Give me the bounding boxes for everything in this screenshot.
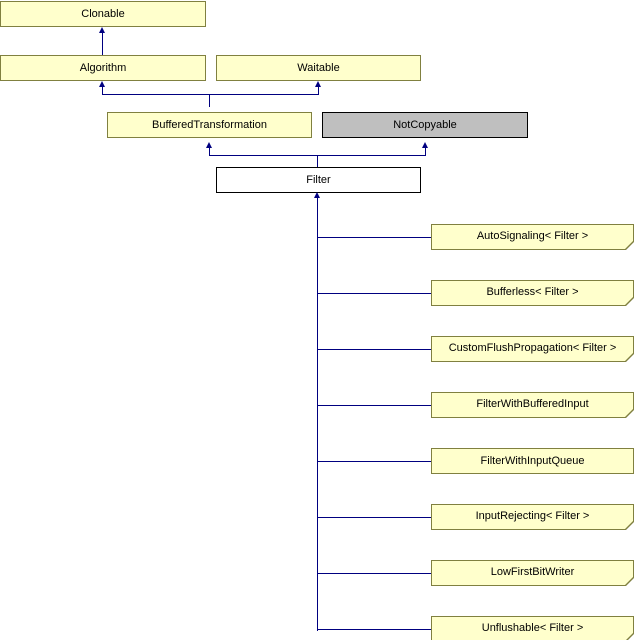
template-fill-shape xyxy=(432,225,633,249)
class-node-label: Waitable xyxy=(297,62,340,74)
edge-branch-derived xyxy=(317,517,431,518)
edge-riser-waitable xyxy=(318,87,319,95)
class-node-label: InputRejecting< Filter > xyxy=(475,510,590,522)
arrowhead-clonable xyxy=(99,27,105,33)
edge-branch-derived xyxy=(317,629,431,630)
arrowhead-algorithm xyxy=(99,81,105,87)
template-fill-shape xyxy=(432,337,633,361)
edge-branch-derived xyxy=(317,293,431,294)
arrowhead-waitable xyxy=(315,81,321,87)
class-node-label: AutoSignaling< Filter > xyxy=(476,230,589,242)
class-node-label: NotCopyable xyxy=(393,119,457,131)
edge-riser-buffered-transformation xyxy=(209,148,210,156)
class-node-label: BufferedTransformation xyxy=(152,119,267,131)
edge-branch-derived xyxy=(317,573,431,574)
edge-branch-derived xyxy=(317,461,431,462)
class-node-algorithm[interactable]: Algorithm xyxy=(0,55,206,81)
edge-riser-not-copyable xyxy=(425,148,426,156)
edge-bus-buffered-transformation xyxy=(102,94,319,95)
class-node-label: Unflushable< Filter > xyxy=(481,622,584,634)
arrowhead-not-copyable xyxy=(422,142,428,148)
class-node-filter[interactable]: Filter xyxy=(216,167,421,193)
class-node-label: Bufferless< Filter > xyxy=(486,286,579,298)
edge-branch-derived xyxy=(317,405,431,406)
class-node-clonable[interactable]: Clonable xyxy=(0,1,206,27)
class-node-derived[interactable]: Unflushable< Filter > xyxy=(431,616,634,640)
class-node-label: Algorithm xyxy=(79,62,127,74)
class-node-not-copyable[interactable]: NotCopyable xyxy=(322,112,528,138)
edge-branch-derived xyxy=(317,237,431,238)
template-fill-shape xyxy=(432,561,633,585)
edge-riser-algorithm xyxy=(102,87,103,95)
edge-drop-buffered-transformation xyxy=(209,94,210,107)
arrowhead-filter xyxy=(314,192,320,198)
class-node-derived[interactable]: InputRejecting< Filter > xyxy=(431,504,634,530)
template-fill-shape xyxy=(432,617,633,640)
class-node-derived[interactable]: Bufferless< Filter > xyxy=(431,280,634,306)
class-node-derived[interactable]: CustomFlushPropagation< Filter > xyxy=(431,336,634,362)
arrowhead-buffered-transformation xyxy=(206,142,212,148)
class-node-derived[interactable]: AutoSignaling< Filter > xyxy=(431,224,634,250)
class-node-waitable[interactable]: Waitable xyxy=(216,55,421,81)
class-node-label: FilterWithInputQueue xyxy=(480,455,585,467)
edge-branch-derived xyxy=(317,349,431,350)
edge-drop-filter xyxy=(317,155,318,167)
class-node-label: Filter xyxy=(306,174,331,186)
class-node-label: Clonable xyxy=(81,8,125,20)
class-node-derived[interactable]: FilterWithBufferedInput xyxy=(431,392,634,418)
class-node-label: LowFirstBitWriter xyxy=(490,566,575,578)
class-node-derived[interactable]: LowFirstBitWriter xyxy=(431,560,634,586)
template-fill-shape xyxy=(432,281,633,305)
edge-trunk-derived xyxy=(317,197,318,631)
class-node-buffered-transformation[interactable]: BufferedTransformation xyxy=(107,112,312,138)
class-node-derived[interactable]: FilterWithInputQueue xyxy=(431,448,634,474)
class-node-label: CustomFlushPropagation< Filter > xyxy=(448,342,617,354)
edge-algorithm-to-clonable xyxy=(102,33,103,55)
class-node-label: FilterWithBufferedInput xyxy=(476,398,589,410)
template-fill-shape xyxy=(432,393,633,417)
template-fill-shape xyxy=(432,505,633,529)
